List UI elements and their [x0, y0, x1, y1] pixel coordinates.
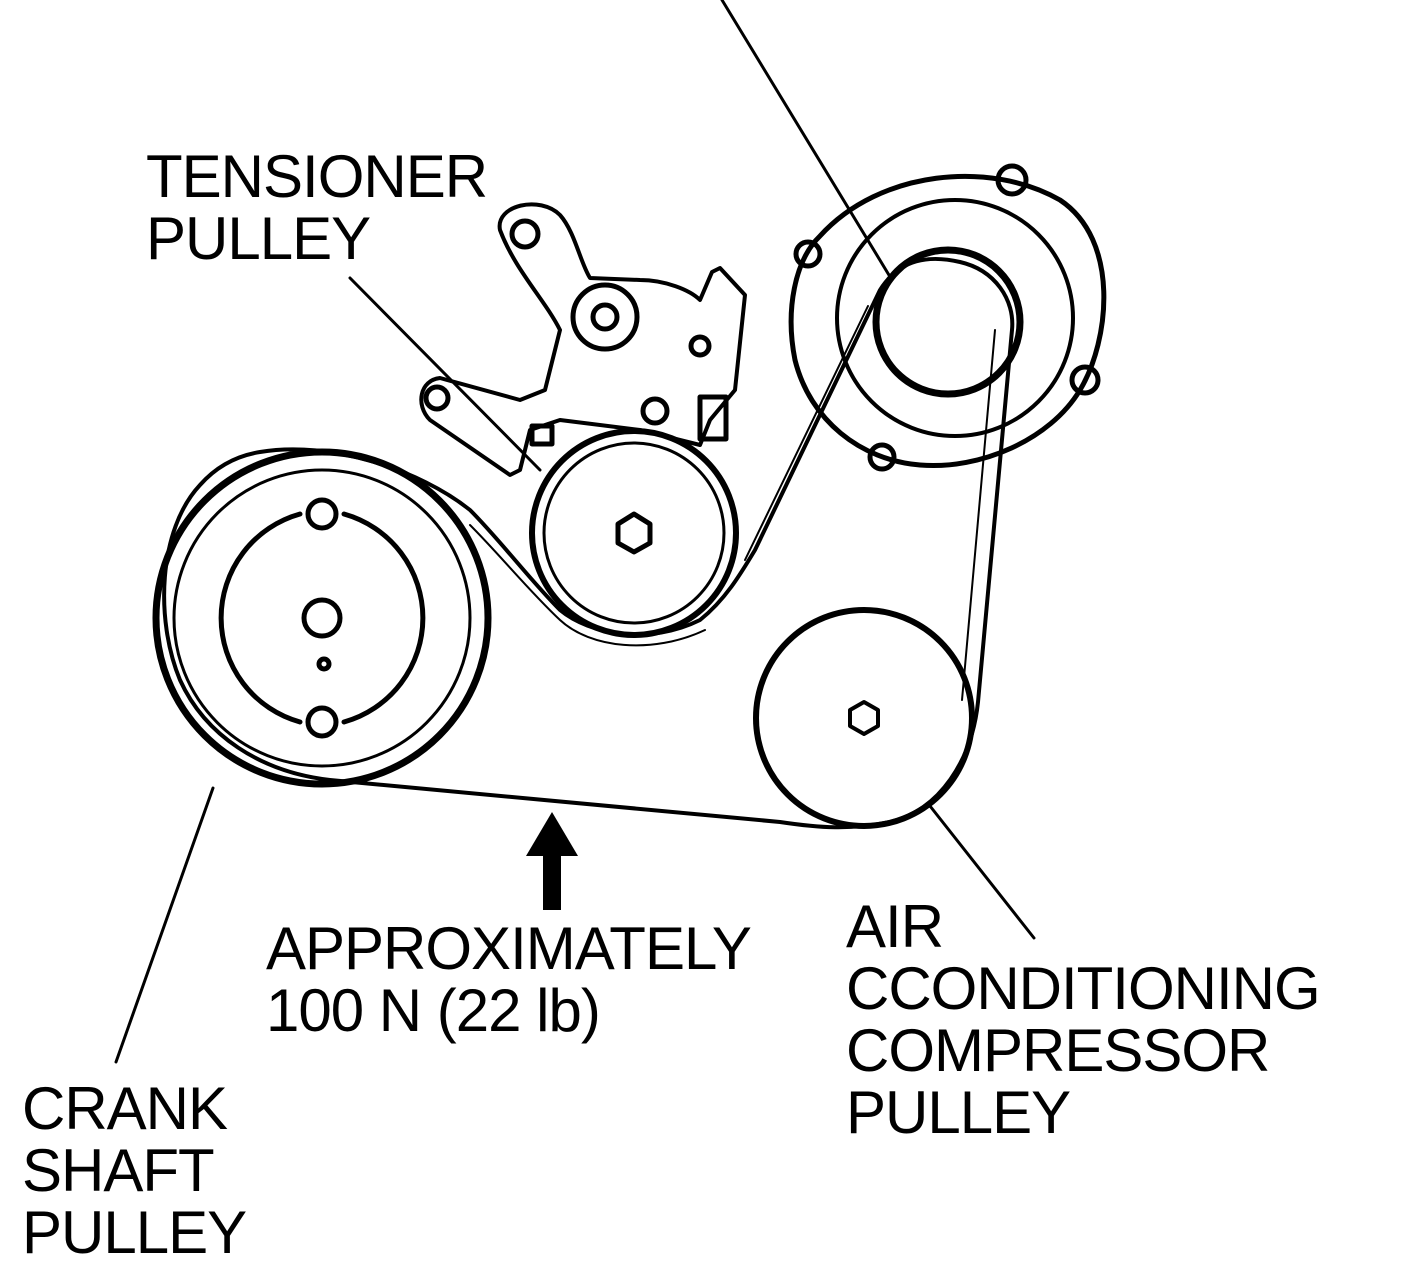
label-line: 100 N (22 lb) [266, 977, 601, 1044]
label-line: CRANK [22, 1075, 228, 1142]
label-line: TENSIONER [146, 143, 488, 210]
label-ac-compressor-pulley: AIR CCONDITIONING COMPRESSOR PULLEY [846, 893, 1321, 1146]
deflection-arrow [526, 812, 578, 910]
label-line: PULLEY [846, 1079, 1071, 1146]
crankshaft-pulley [152, 448, 492, 788]
leader-line-ac [928, 804, 1036, 940]
label-line: COMPRESSOR [846, 1017, 1270, 1084]
leader-line-crankshaft [114, 786, 215, 1064]
label-line: CCONDITIONING [846, 955, 1321, 1022]
leader-line-top [720, 0, 894, 282]
label-line: AIR [846, 893, 944, 960]
tensioner-pulley [529, 428, 739, 638]
label-line: PULLEY [22, 1199, 247, 1266]
tensioner-bracket [419, 202, 747, 477]
label-crankshaft-pulley: CRANK SHAFT PULLEY [22, 1075, 247, 1266]
label-line: APPROXIMATELY [266, 915, 752, 982]
label-line: SHAFT [22, 1137, 215, 1204]
label-deflection-force: APPROXIMATELY 100 N (22 lb) [266, 915, 752, 1044]
upper-pulley-housing [788, 163, 1107, 472]
label-tensioner-pulley: TENSIONER PULLEY [146, 143, 488, 272]
label-line: PULLEY [146, 205, 371, 272]
drive-belt [162, 256, 1015, 830]
drive-belt-inner [469, 305, 996, 701]
leader-line-tensioner [348, 276, 542, 472]
